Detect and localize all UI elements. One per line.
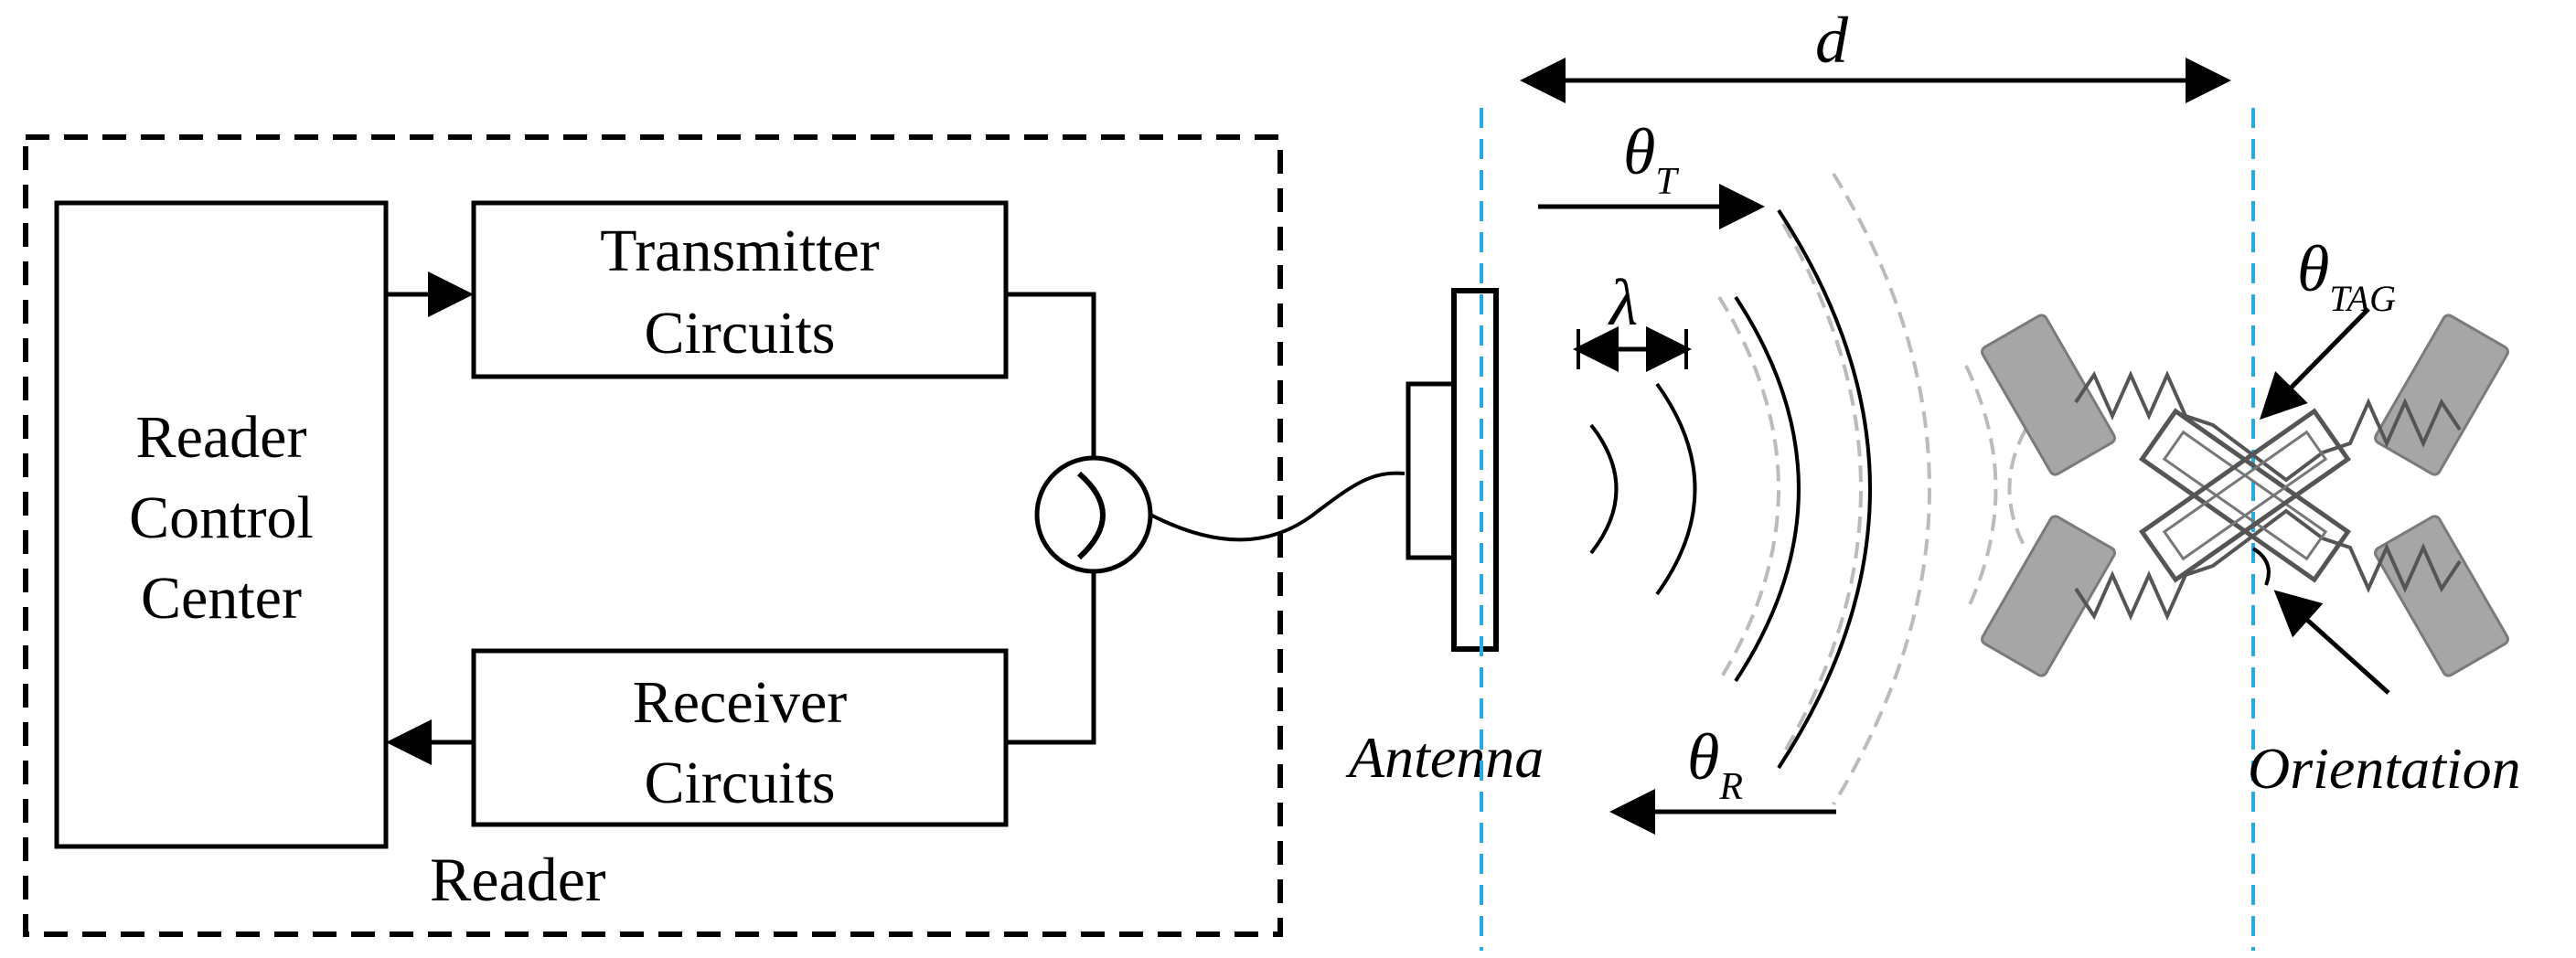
wave-front-6 xyxy=(1777,208,1872,770)
transmitter-to-circulator-wire xyxy=(1006,292,1096,459)
control-center-line-3: Center xyxy=(141,565,302,632)
theta-t-sub: T xyxy=(1655,161,1679,203)
orientation-pointer-arrow xyxy=(2273,590,2390,695)
wave-front-5-faded xyxy=(1781,222,1863,756)
receiver-circuits-block: Receiver Circuits xyxy=(471,648,1009,827)
wave-front-8-faded xyxy=(1964,365,1998,613)
transmitter-line-1: Transmitter xyxy=(600,218,880,284)
reader-control-center-block: Reader Control Center xyxy=(54,200,389,849)
theta-t-base: θ xyxy=(1623,115,1655,188)
reader-label: Reader xyxy=(430,845,606,914)
theta-r-sub: R xyxy=(1718,766,1743,808)
wave-front-9-faded xyxy=(2007,429,2027,549)
control-center-line-2: Control xyxy=(129,484,314,551)
tag-trace-upper xyxy=(2074,370,2462,483)
receiver-line-1: Receiver xyxy=(633,669,848,736)
antenna-cable xyxy=(1149,471,1406,542)
transmitter-circuits-block: Transmitter Circuits xyxy=(471,200,1009,379)
wave-front-2 xyxy=(1655,382,1697,596)
rfid-tag-image xyxy=(1981,314,2509,677)
theta-r-label: θR xyxy=(1687,720,1743,808)
theta-r-base: θ xyxy=(1687,720,1719,793)
reader-boundary xyxy=(23,134,1283,937)
wave-front-4 xyxy=(1734,295,1801,683)
theta-tag-label: θTAG xyxy=(2297,232,2396,319)
tag-trace-lower xyxy=(2074,508,2462,621)
orientation-angle-arc xyxy=(2251,547,2271,586)
wave-fronts xyxy=(1589,172,2027,806)
wave-front-7-faded xyxy=(1832,172,1931,806)
theta-tag-base: θ xyxy=(2297,232,2329,305)
distance-label: d xyxy=(1815,4,1849,77)
receiver-line-2: Circuits xyxy=(645,750,836,816)
transmitter-line-2: Circuits xyxy=(645,300,836,367)
control-center-line-1: Reader xyxy=(136,404,307,471)
wavelength-label: λ xyxy=(1608,266,1638,339)
wave-front-3-faded xyxy=(1717,295,1780,683)
orientation-label: Orientation xyxy=(2248,736,2521,801)
antenna-icon xyxy=(1406,288,1499,652)
circulator-to-receiver-wire xyxy=(1006,570,1096,745)
theta-t-label: θT xyxy=(1623,115,1679,203)
antenna-label: Antenna xyxy=(1345,725,1544,790)
circulator-icon xyxy=(1034,455,1153,574)
theta-tag-pointer-arrow xyxy=(2259,307,2370,420)
wave-front-1 xyxy=(1589,423,1619,555)
